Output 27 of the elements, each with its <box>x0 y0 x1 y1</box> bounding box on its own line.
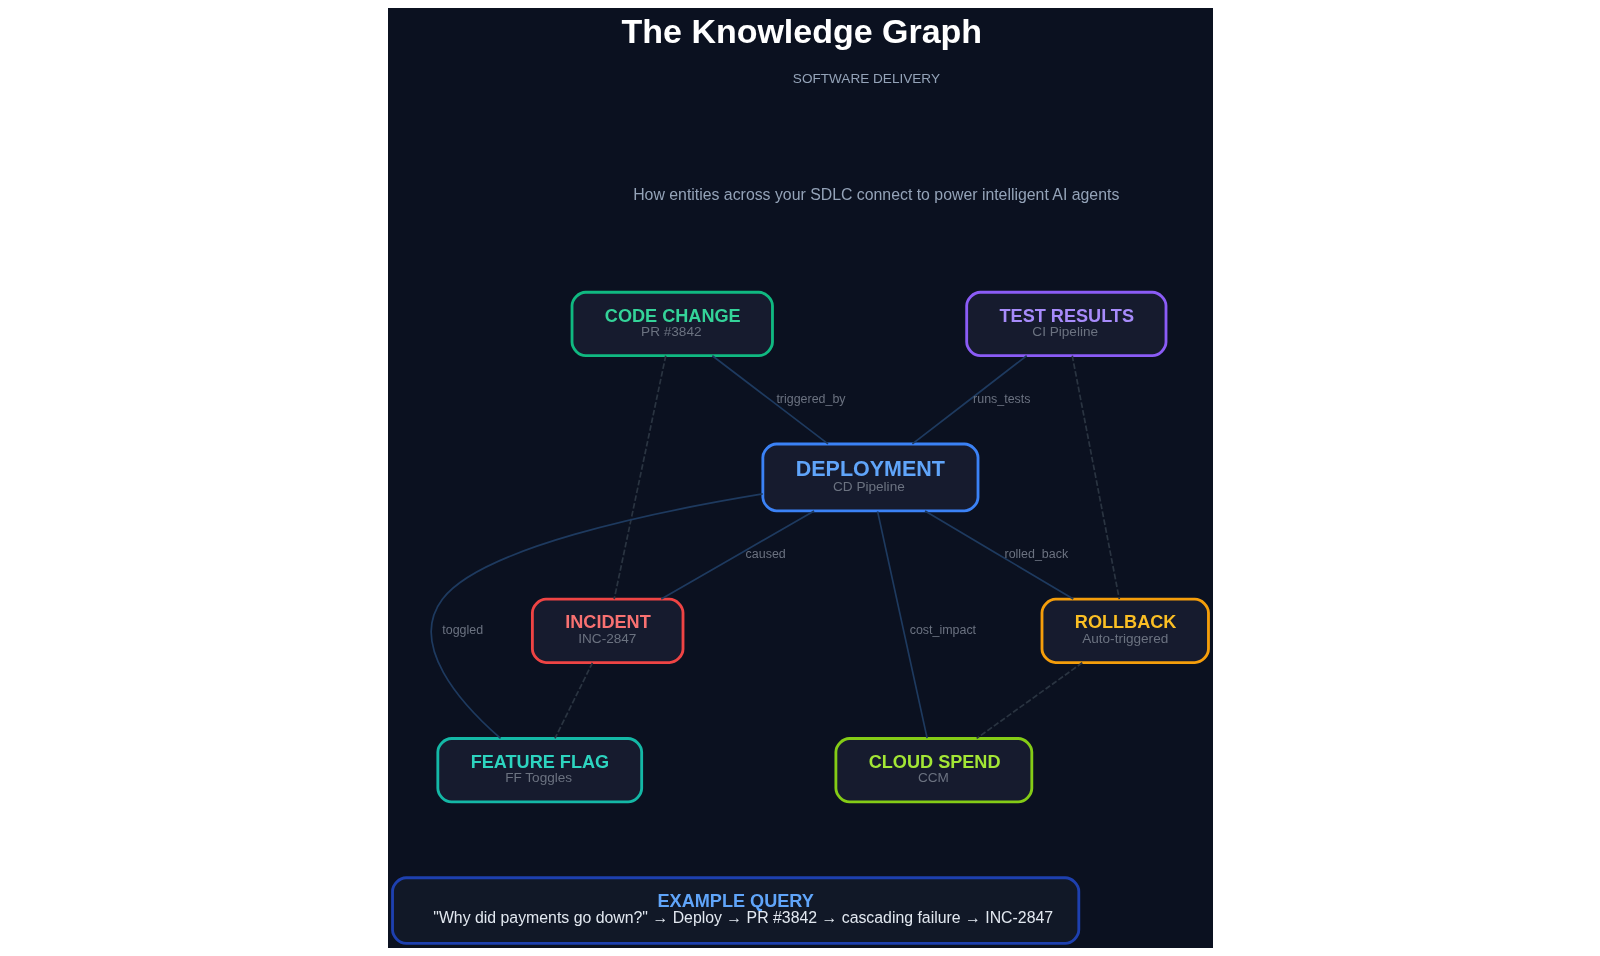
edge-label: toggled <box>441 623 483 638</box>
edge-label: rolled_back <box>1004 547 1068 562</box>
edge-label: triggered_by <box>775 392 846 407</box>
connector <box>1070 354 1120 600</box>
connector <box>975 661 1083 740</box>
edge-label: caused <box>745 547 786 562</box>
connector <box>876 510 928 739</box>
node-box: EXAMPLE QUERY "Why did payments go down?" → Deploy → PR #3842 → cascading failure → INC-2847 <box>390 876 1080 945</box>
edge-label: runs_tests <box>972 392 1030 407</box>
edge-label: cost_impact <box>909 623 976 638</box>
connector <box>659 510 815 600</box>
connector <box>553 661 593 740</box>
label: How entities across your SDLC connect to power intelligent AI agents <box>632 186 1119 204</box>
node-box: ROLLBACK Auto-triggered <box>1040 597 1210 664</box>
node-box: INCIDENT INC-2847 <box>530 597 684 664</box>
node-box: DEPLOYMENT CD Pipeline <box>760 442 979 513</box>
diagram-title: The Knowledge Graph <box>621 12 982 51</box>
connector <box>429 493 764 740</box>
node-box: CLOUD SPEND CCM <box>833 737 1033 804</box>
label: SOFTWARE DELIVERY <box>792 70 940 86</box>
connector <box>911 354 1028 445</box>
connector <box>923 510 1074 600</box>
node-box: CODE CHANGE PR #3842 <box>570 290 774 358</box>
node-box: TEST RESULTS CI Pipeline <box>964 290 1167 358</box>
connector <box>612 354 667 600</box>
connector <box>711 354 829 445</box>
node-box: FEATURE FLAG FF Toggles <box>435 737 643 804</box>
